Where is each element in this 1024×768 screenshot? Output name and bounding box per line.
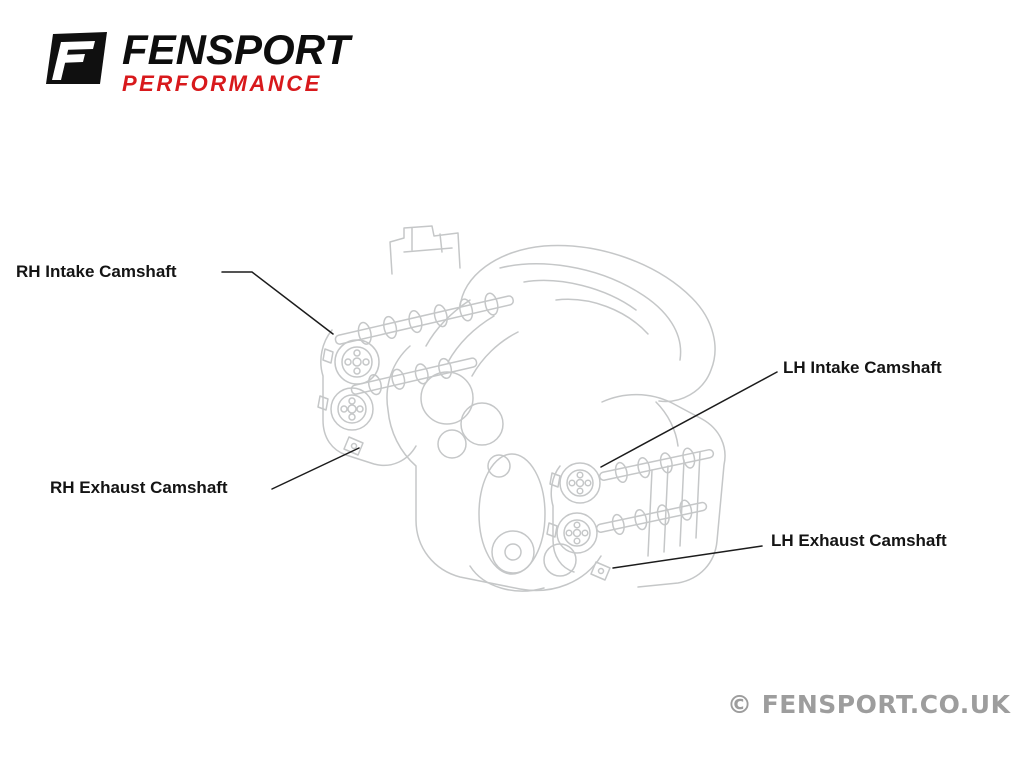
- lh-exhaust-camshaft-shaft: [595, 499, 708, 536]
- leader-line-lh-exhaust-camshaft: [612, 545, 763, 569]
- label-lh-exhaust-camshaft: LH Exhaust Camshaft: [771, 531, 947, 550]
- label-rh-exhaust-camshaft: RH Exhaust Camshaft: [50, 478, 228, 497]
- lh-exhaust-cam-gear: [546, 512, 598, 554]
- rh-head-outline: [320, 329, 417, 467]
- leader-line-rh-intake-camshaft: [221, 271, 334, 335]
- engine-line-art: [317, 225, 726, 592]
- watermark: © FENSPORT.CO.UK: [727, 690, 1011, 719]
- leader-lines: [221, 271, 778, 569]
- lh-bank-cover: [601, 393, 726, 588]
- lh-intake-cam-gear: [549, 462, 601, 504]
- leader-line-lh-intake-camshaft: [600, 371, 778, 468]
- intake-plenum: [425, 244, 716, 403]
- top-bracket: [389, 225, 461, 275]
- fensport-f-icon: [46, 32, 107, 84]
- logo-text: FENSPORT PERFORMANCE: [122, 26, 350, 96]
- rh-intake-cam-gear: [322, 339, 380, 385]
- label-rh-intake-camshaft: RH Intake Camshaft: [16, 262, 177, 281]
- leader-line-rh-exhaust-camshaft: [271, 447, 360, 490]
- lh-exhaust-cam-end-clip: [590, 561, 611, 581]
- lh-head-outline: [550, 465, 575, 573]
- logo-brand-text: FENSPORT: [122, 26, 350, 73]
- label-lh-intake-camshaft: LH Intake Camshaft: [783, 358, 942, 377]
- lh-intake-camshaft-shaft: [598, 447, 715, 484]
- rh-exhaust-camshaft-shaft: [350, 357, 478, 396]
- fensport-logo: FENSPORT PERFORMANCE: [46, 26, 350, 96]
- logo-tagline-text: PERFORMANCE: [122, 71, 322, 96]
- rh-exhaust-cam-end-clip: [343, 436, 364, 456]
- rh-exhaust-cam-gear: [317, 387, 374, 431]
- engine-block-center: [386, 345, 602, 592]
- rh-intake-camshaft-shaft: [334, 292, 514, 345]
